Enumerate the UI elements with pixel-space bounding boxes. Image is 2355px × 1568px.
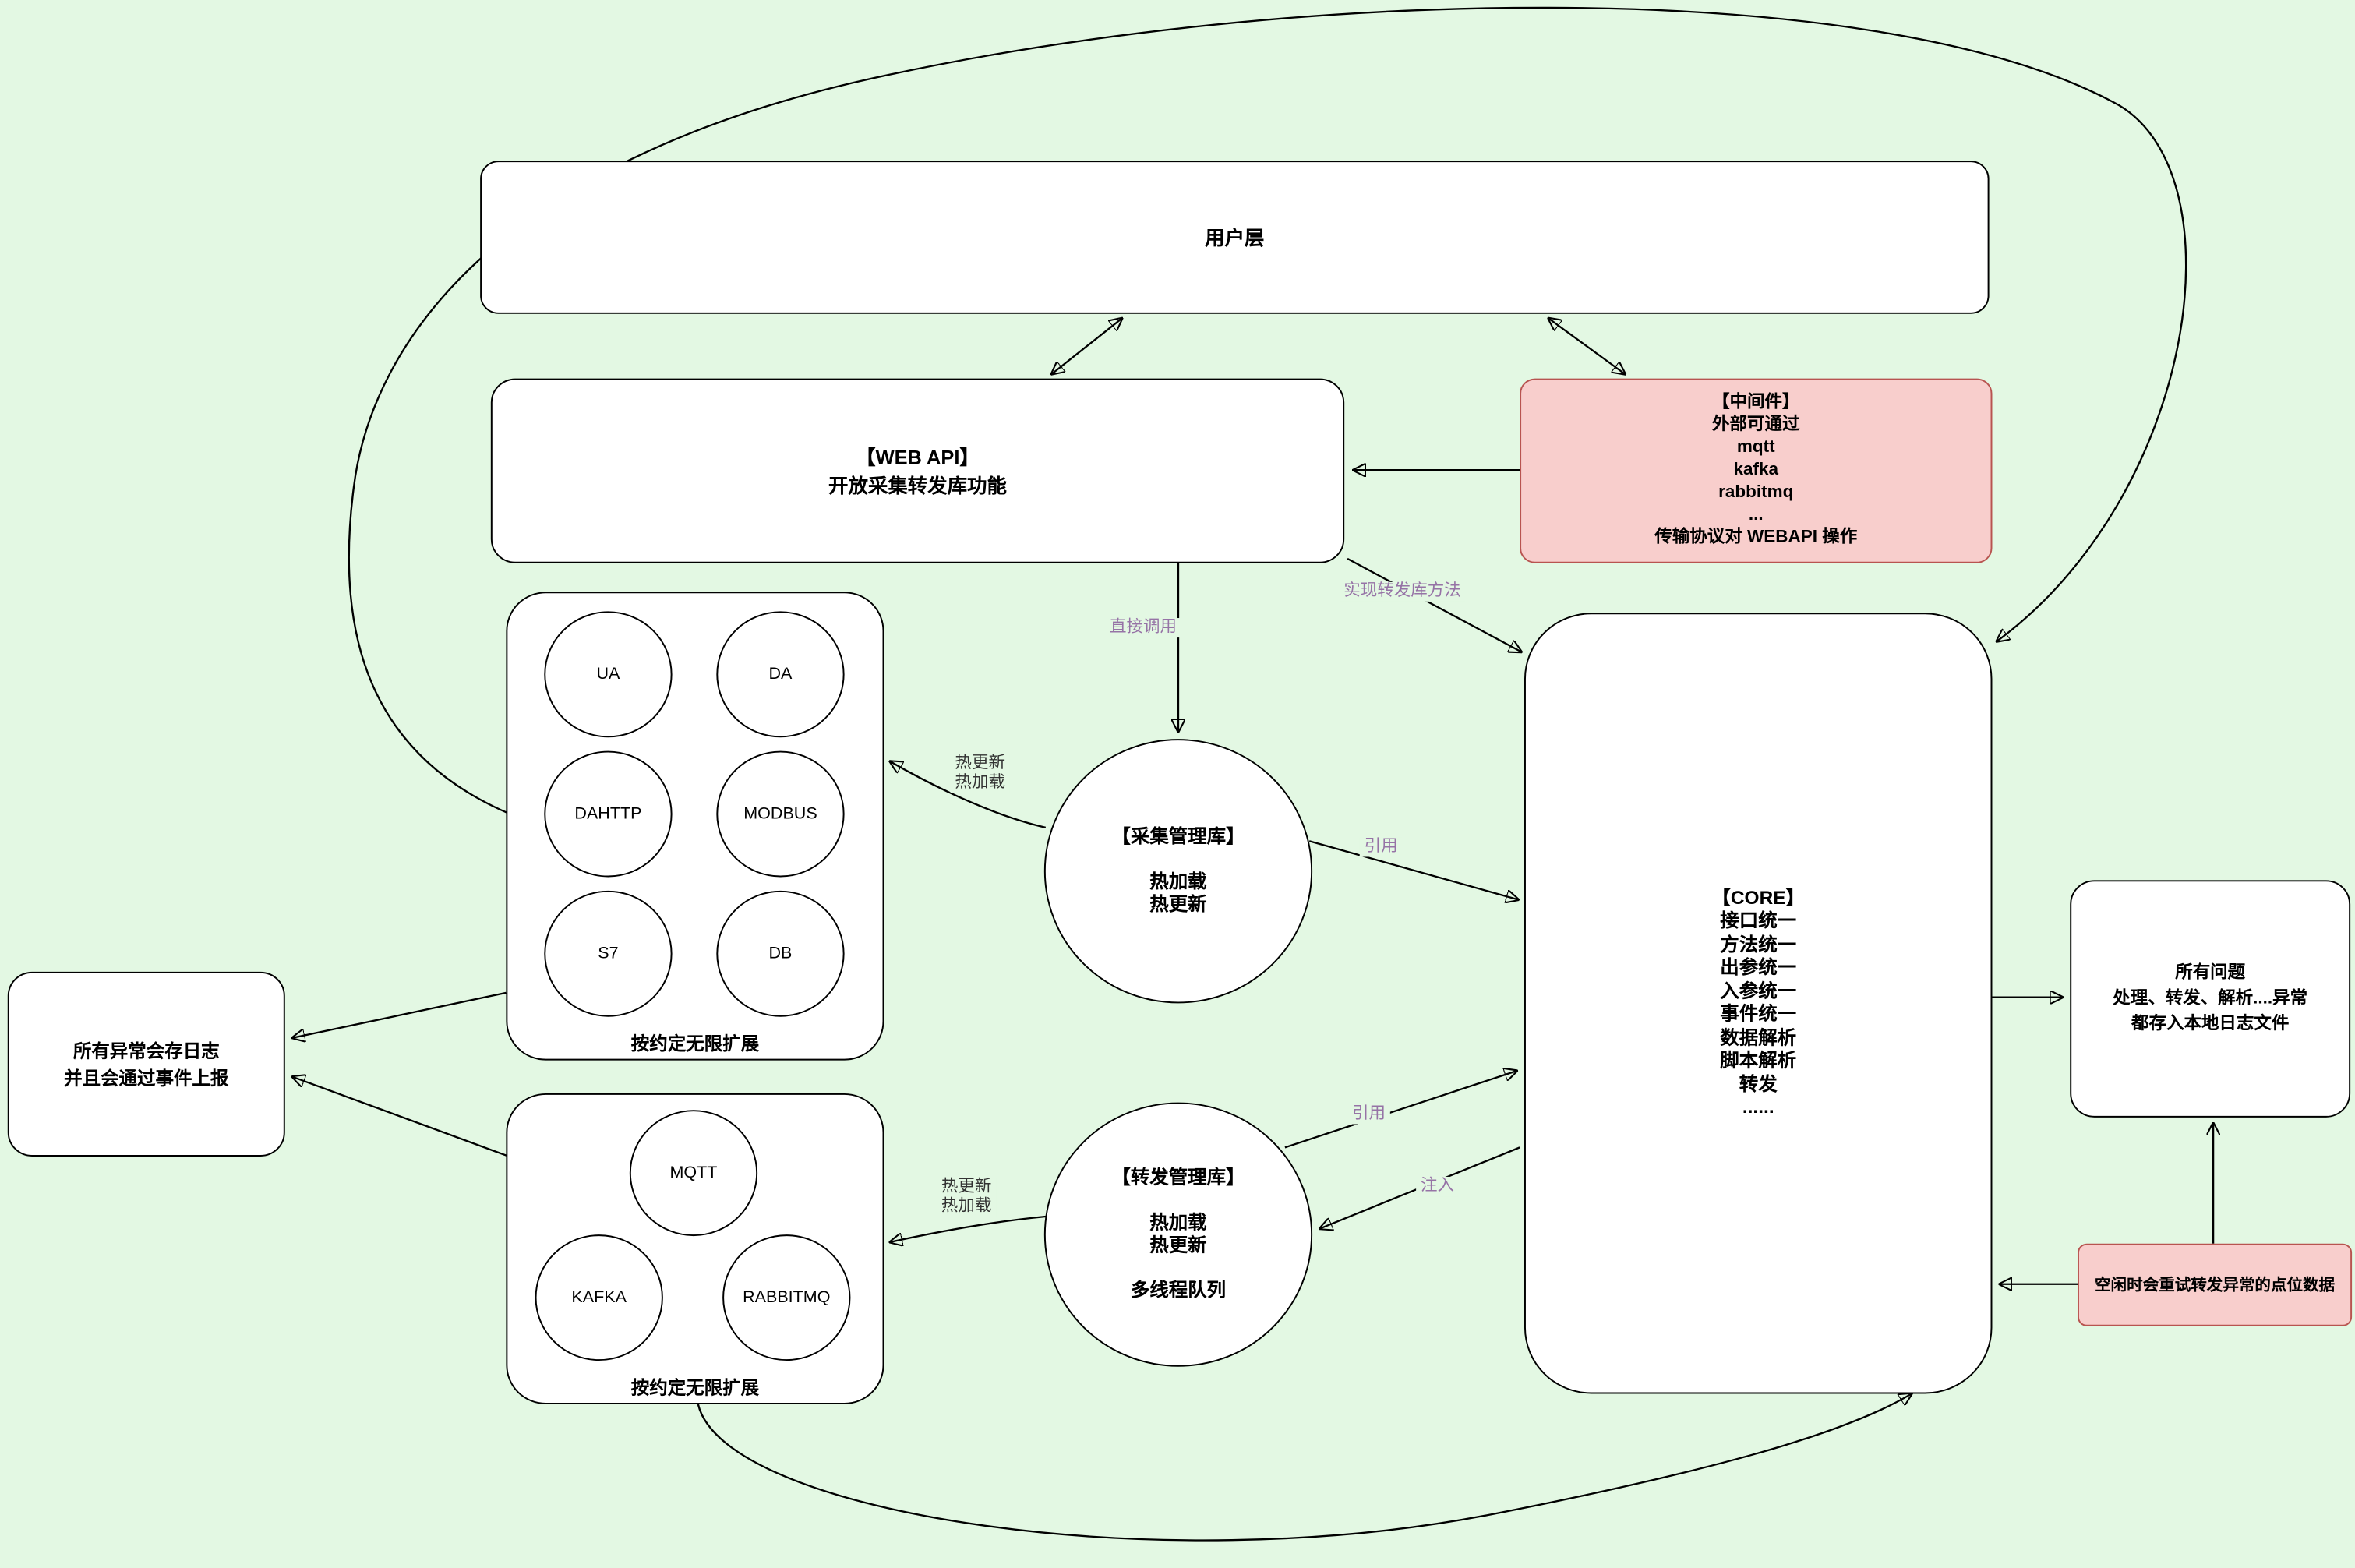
edge-userlayer-webapi: [1052, 319, 1122, 374]
edge-label-reference-collect: 引用: [1359, 837, 1403, 857]
edge-forwardergroup-core-bottom: [697, 1393, 1912, 1542]
collect-manager-node: 【采集管理库】 热加载 热更新: [1043, 739, 1313, 1004]
user-layer-node: 用户层: [480, 161, 1990, 314]
error-log-node: 所有异常会存日志 并且会通过事件上报: [7, 971, 285, 1157]
web-api-node: 【WEB API】 开放采集转发库功能: [490, 378, 1345, 563]
edge-forwardmanager-core: [1284, 1071, 1516, 1149]
edge-collectmanager-collectorgroup: [890, 761, 1047, 829]
collector-group-label: 按约定无限扩展: [630, 1033, 760, 1054]
retry-node: 空闲时会重试转发异常的点位数据: [2078, 1243, 2353, 1326]
plugin-rabbitmq: RABBITMQ: [722, 1234, 851, 1361]
edge-webapi-core-implement: [1347, 557, 1521, 652]
edge-label-inject: 注入: [1416, 1176, 1459, 1197]
plugin-kafka: KAFKA: [535, 1234, 663, 1361]
edge-userlayer-middleware: [1548, 319, 1625, 374]
plugin-ua: UA: [544, 611, 673, 738]
forwarder-group-label: 按约定无限扩展: [630, 1377, 760, 1399]
edge-bigloop-core: [348, 6, 2187, 820]
plugin-db: DB: [716, 890, 845, 1017]
plugin-modbus: MODBUS: [716, 750, 845, 878]
edge-label-implement-forward: 实现转发库方法: [1339, 581, 1466, 602]
forward-manager-node: 【转发管理库】 热加载 热更新 多线程队列: [1043, 1102, 1313, 1367]
edge-label-hot-update-collect: 热更新 热加载: [950, 754, 1010, 793]
plugin-da: DA: [716, 611, 845, 738]
plugin-mqtt: MQTT: [629, 1110, 758, 1237]
edge-forwardmanager-forwardergroup: [890, 1215, 1046, 1242]
plugin-s7: S7: [544, 890, 673, 1017]
edge-forwardergroup-errorlog: [293, 1077, 510, 1158]
issues-node: 所有问题 处理、转发、解析....异常 都存入本地日志文件: [2070, 880, 2351, 1118]
middleware-node: 【中间件】 外部可通过 mqtt kafka rabbitmq ... 传输协议…: [1520, 378, 1993, 563]
edge-label-direct-call: 直接调用: [1105, 618, 1181, 638]
core-node: 【CORE】 接口统一 方法统一 出参统一 入参统一 事件统一 数据解析 脚本解…: [1524, 613, 1993, 1394]
plugin-dahttp: DAHTTP: [544, 750, 673, 878]
edge-label-reference-forward: 引用: [1347, 1104, 1390, 1125]
edge-label-hot-update-forward: 热更新 热加载: [936, 1177, 997, 1217]
edge-collectmanager-core: [1308, 840, 1518, 899]
edge-collectorgroup-errorlog: [293, 991, 507, 1038]
